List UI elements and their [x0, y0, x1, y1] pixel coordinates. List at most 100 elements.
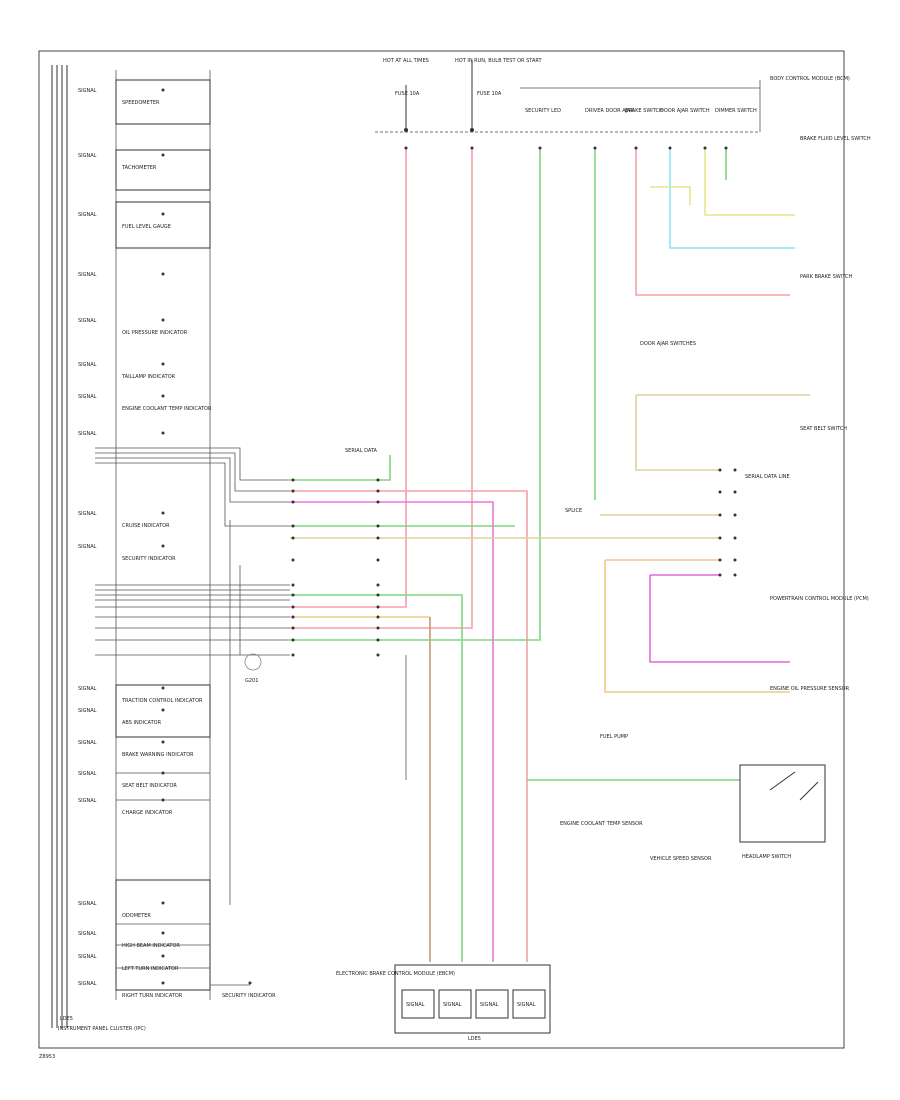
pin-dots — [291, 478, 380, 657]
indicator-pin-label: SIGNAL — [78, 511, 97, 517]
right-component-labels: BRAKE FLUID LEVEL SWITCH PARK BRAKE SWITC… — [560, 136, 871, 862]
center-pin-right — [376, 638, 380, 642]
indicator-dot — [161, 544, 165, 548]
indicator-pin-label: SIGNAL — [78, 954, 97, 960]
indicator-name: ABS INDICATOR — [122, 720, 162, 726]
right-component-name: POWERTRAIN CONTROL MODULE (PCM) — [770, 596, 869, 602]
indicator-dot — [161, 686, 165, 690]
ebcm-pin-box — [438, 989, 472, 1019]
center-pin-right — [376, 536, 380, 540]
indicator-pin-label: SIGNAL — [78, 153, 97, 159]
center-pin-right — [376, 524, 380, 528]
center-pin-right — [376, 605, 380, 609]
ign-label: HOT IN RUN, BULB TEST OR START — [455, 58, 542, 64]
indicator-name: SECURITY INDICATOR — [122, 556, 176, 562]
bcm-pin — [593, 146, 597, 150]
center-pin — [291, 558, 295, 562]
indicator-pin-label: SIGNAL — [78, 318, 97, 324]
headlamp-switch: HEADLAMP SWITCH — [739, 764, 826, 860]
indicator-pin-label: SIGNAL — [78, 686, 97, 692]
indicator-dot — [161, 931, 165, 935]
center-pin-right — [376, 615, 380, 619]
indicator-name: CRUISE INDICATOR — [122, 523, 170, 529]
indicator-dot — [161, 954, 165, 958]
right-pin — [718, 468, 722, 472]
right-pin — [718, 536, 722, 540]
indicator-dot — [161, 394, 165, 398]
batt-fuse: FUSE 10A — [395, 91, 420, 97]
cluster-indicators — [115, 79, 211, 991]
indicator-name: TAILLAMP INDICATOR — [121, 374, 176, 380]
indicator-pin-label: SIGNAL — [78, 771, 97, 777]
indicator-pin-label: SIGNAL — [78, 740, 97, 746]
indicator-pin-label: SIGNAL — [78, 798, 97, 804]
center-pin — [291, 593, 295, 597]
center-pin-right — [376, 489, 380, 493]
indicator-name: TRACTION CONTROL INDICATOR — [121, 698, 203, 704]
right-component-name: ENGINE COOLANT TEMP SENSOR — [560, 821, 643, 827]
right-pin — [718, 573, 722, 577]
indicator-pin-label: SIGNAL — [78, 931, 97, 937]
ebcm-code: LDE5 — [468, 1036, 481, 1042]
indicator-dot — [161, 901, 165, 905]
indicator-dot — [161, 771, 165, 775]
switch-title: HEADLAMP SWITCH — [742, 854, 791, 860]
indicator-name: LEFT TURN INDICATOR — [122, 966, 179, 972]
indicator-dot — [161, 431, 165, 435]
right-component-name: BRAKE FLUID LEVEL SWITCH — [800, 136, 871, 142]
center-pin-right — [376, 478, 380, 482]
indicator-pin-label: SIGNAL — [78, 431, 97, 437]
right-component-name: ENGINE OIL PRESSURE SENSOR — [770, 686, 850, 692]
bcm-pin — [724, 146, 728, 150]
indicator-pin-label: SIGNAL — [78, 981, 97, 987]
ebcm-pin-box — [512, 989, 546, 1019]
right-pin-outer — [733, 490, 737, 494]
center-pin-right — [376, 500, 380, 504]
indicator-dot — [161, 153, 165, 157]
ebcm-pin-label: SIGNAL — [480, 1002, 499, 1008]
indicator-dot — [248, 981, 252, 985]
right-component-name: DOOR AJAR SWITCHES — [640, 341, 696, 347]
bcm-connector-label: SECURITY LED — [525, 108, 561, 114]
indicator-dot — [161, 88, 165, 92]
indicator-name: ENGINE COOLANT TEMP INDICATOR — [122, 406, 212, 412]
center-pin — [291, 626, 295, 630]
right-component-name: SERIAL DATA LINE — [745, 474, 790, 480]
indicator-name: SECURITY INDICATOR — [222, 993, 276, 999]
indicator-dot — [161, 798, 165, 802]
serial-data-label: SERIAL DATA — [345, 448, 378, 454]
cluster-label: INSTRUMENT PANEL CLUSTER (IPC) — [58, 1026, 146, 1032]
ebcm-pin-label: SIGNAL — [406, 1002, 425, 1008]
ground-label: G201 — [245, 678, 258, 684]
indicator-name: FUEL LEVEL GAUGE — [122, 224, 171, 230]
indicator-name: OIL PRESSURE INDICATOR — [122, 330, 188, 336]
right-pin-outer — [733, 513, 737, 517]
bcm-pin — [404, 146, 408, 150]
center-pin — [291, 524, 295, 528]
indicator-pin-label: SIGNAL — [78, 708, 97, 714]
bcm-pin — [634, 146, 638, 150]
power-feeds: HOT AT ALL TIMES HOT IN RUN, BULB TEST O… — [375, 58, 850, 133]
ebcm-pin-box — [475, 989, 509, 1019]
center-pin — [291, 615, 295, 619]
bcm-pin — [470, 146, 474, 150]
colored-wires — [290, 148, 810, 962]
indicator-name: TACHOMETER — [121, 165, 157, 171]
right-pin-outer — [733, 536, 737, 540]
center-pin-right — [376, 593, 380, 597]
bcm-connector-label: DOOR AJAR SWITCH — [660, 108, 710, 114]
ground-symbol — [244, 653, 262, 671]
indicator-dot — [161, 708, 165, 712]
right-component-name: PARK BRAKE SWITCH — [800, 274, 852, 280]
right-component-name: FUEL PUMP — [600, 734, 628, 740]
harness-lines: G201 — [95, 447, 407, 986]
bcm-connector-label: DRIVER DOOR AJAR — [585, 108, 634, 114]
center-pin — [291, 536, 295, 540]
bcm-title: BODY CONTROL MODULE (BCM) — [770, 76, 850, 82]
right-component-name: SEAT BELT SWITCH — [800, 426, 847, 432]
center-pin — [291, 478, 295, 482]
center-pin-right — [376, 626, 380, 630]
indicator-pin-label: SIGNAL — [78, 901, 97, 907]
ebcm: ELECTRONIC BRAKE CONTROL MODULE (EBCM) L… — [336, 964, 551, 1042]
